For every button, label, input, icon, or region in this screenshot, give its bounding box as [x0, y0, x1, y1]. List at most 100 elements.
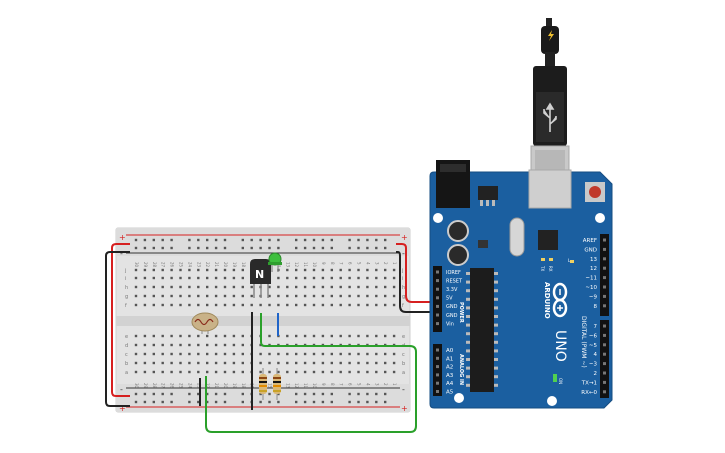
bb-hole[interactable]	[366, 303, 369, 307]
bb-hole[interactable]	[197, 285, 200, 289]
bb-hole[interactable]	[339, 268, 342, 272]
power-pin[interactable]	[436, 296, 439, 300]
bb-hole[interactable]	[384, 294, 387, 298]
resistor-1[interactable]	[259, 368, 267, 400]
bb-rail-hole[interactable]	[366, 392, 369, 396]
bb-rail-hole[interactable]	[161, 392, 164, 396]
bb-hole[interactable]	[223, 285, 227, 289]
bb-hole[interactable]	[277, 276, 280, 280]
bb-hole[interactable]	[375, 303, 378, 307]
bb-hole[interactable]	[170, 268, 173, 272]
digital-pin[interactable]	[603, 266, 606, 270]
bb-rail-hole[interactable]	[303, 246, 307, 250]
bb-hole[interactable]	[152, 294, 155, 298]
bb-hole[interactable]	[188, 334, 191, 338]
bb-hole[interactable]	[259, 352, 262, 356]
bb-rail-hole[interactable]	[348, 246, 351, 250]
bb-hole[interactable]	[357, 276, 360, 280]
bb-hole[interactable]	[348, 334, 351, 338]
power-pin[interactable]	[436, 270, 439, 274]
bb-rail-hole[interactable]	[241, 238, 244, 242]
bb-rail-hole[interactable]	[321, 400, 325, 404]
bb-rail-hole[interactable]	[259, 246, 262, 250]
bb-rail-hole[interactable]	[330, 400, 333, 404]
usb-b-port[interactable]	[528, 169, 572, 209]
digital-pin[interactable]	[603, 324, 606, 328]
bb-rail-hole[interactable]	[206, 246, 209, 250]
bb-rail-hole[interactable]	[223, 400, 227, 404]
bb-hole[interactable]	[134, 285, 138, 289]
bb-hole[interactable]	[384, 268, 387, 272]
bb-hole[interactable]	[303, 303, 307, 307]
bb-hole[interactable]	[232, 294, 236, 298]
bb-hole[interactable]	[206, 276, 209, 280]
bb-hole[interactable]	[134, 276, 138, 280]
digital-header-top[interactable]	[600, 234, 609, 316]
photoresistor[interactable]	[191, 312, 219, 334]
bb-hole[interactable]	[268, 334, 271, 338]
bb-hole[interactable]	[357, 352, 360, 356]
bb-hole[interactable]	[232, 276, 236, 280]
bb-hole[interactable]	[384, 276, 387, 280]
bb-hole[interactable]	[286, 276, 289, 280]
bb-hole[interactable]	[286, 294, 289, 298]
bb-hole[interactable]	[197, 343, 200, 347]
bb-hole[interactable]	[134, 361, 138, 365]
bb-rail-hole[interactable]	[161, 246, 164, 250]
bb-hole[interactable]	[312, 370, 316, 374]
bb-hole[interactable]	[348, 303, 351, 307]
bb-hole[interactable]	[384, 334, 387, 338]
bb-rail-hole[interactable]	[312, 246, 316, 250]
bb-hole[interactable]	[206, 370, 209, 374]
bb-hole[interactable]	[179, 268, 182, 272]
bb-hole[interactable]	[143, 294, 147, 298]
bb-hole[interactable]	[303, 285, 307, 289]
bb-hole[interactable]	[250, 294, 253, 298]
bb-hole[interactable]	[286, 370, 289, 374]
digital-header-bottom[interactable]	[600, 320, 609, 398]
bb-hole[interactable]	[348, 294, 351, 298]
bb-hole[interactable]	[384, 361, 387, 365]
bb-hole[interactable]	[223, 361, 227, 365]
bb-hole[interactable]	[357, 334, 360, 338]
bb-hole[interactable]	[303, 276, 307, 280]
bb-hole[interactable]	[375, 285, 378, 289]
wire-black-left-rail[interactable]	[105, 251, 130, 407]
bb-hole[interactable]	[143, 334, 147, 338]
bb-hole[interactable]	[179, 370, 182, 374]
bb-hole[interactable]	[357, 268, 360, 272]
bb-rail-hole[interactable]	[259, 392, 262, 396]
bb-hole[interactable]	[179, 303, 182, 307]
npn-transistor[interactable]: N	[250, 259, 271, 298]
bb-hole[interactable]	[134, 268, 138, 272]
bb-hole[interactable]	[392, 268, 396, 272]
bb-hole[interactable]	[321, 268, 325, 272]
bb-hole[interactable]	[206, 303, 209, 307]
bb-rail-hole[interactable]	[330, 246, 333, 250]
bb-hole[interactable]	[214, 276, 218, 280]
bb-hole[interactable]	[348, 276, 351, 280]
bb-hole[interactable]	[206, 343, 209, 347]
bb-rail-hole[interactable]	[259, 238, 262, 242]
bb-hole[interactable]	[143, 370, 147, 374]
bb-hole[interactable]	[197, 276, 200, 280]
bb-hole[interactable]	[330, 294, 333, 298]
bb-hole[interactable]	[197, 361, 200, 365]
bb-hole[interactable]	[188, 268, 191, 272]
bb-hole[interactable]	[179, 285, 182, 289]
bb-hole[interactable]	[303, 352, 307, 356]
bb-hole[interactable]	[170, 370, 173, 374]
bb-hole[interactable]	[330, 352, 333, 356]
bb-hole[interactable]	[214, 352, 218, 356]
bb-hole[interactable]	[339, 276, 342, 280]
bb-hole[interactable]	[339, 303, 342, 307]
bb-hole[interactable]	[170, 361, 173, 365]
bb-rail-hole[interactable]	[206, 400, 209, 404]
bb-rail-hole[interactable]	[277, 238, 280, 242]
bb-hole[interactable]	[392, 361, 396, 365]
bb-rail-hole[interactable]	[348, 400, 351, 404]
bb-rail-hole[interactable]	[197, 400, 200, 404]
bb-hole[interactable]	[357, 370, 360, 374]
bb-hole[interactable]	[206, 361, 209, 365]
bb-rail-hole[interactable]	[384, 246, 387, 250]
